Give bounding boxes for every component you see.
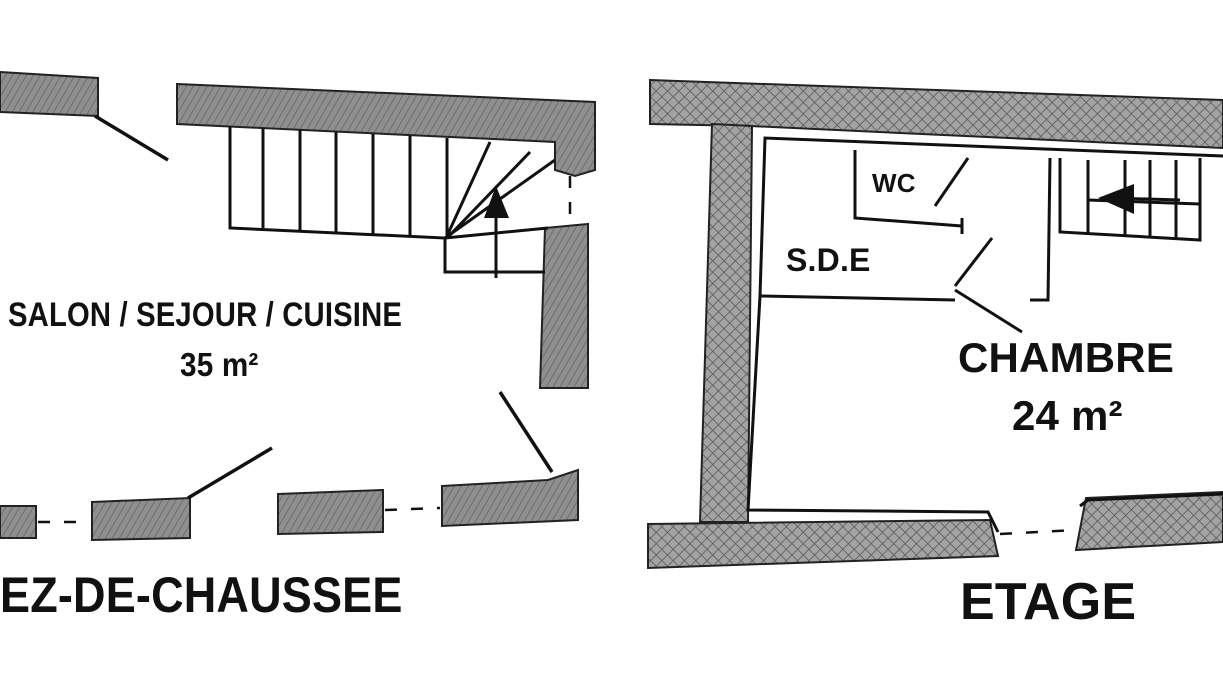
ground-wall-top-left [0, 70, 99, 118]
ground-staircase [228, 126, 556, 278]
ground-wall-bottom-1 [0, 505, 37, 539]
ground-wall-top [176, 82, 596, 178]
sde-label: S.D.E [786, 242, 871, 278]
upper-staircase [1058, 158, 1202, 242]
upper-wall-top [649, 78, 1223, 150]
ground-door-top-left [94, 114, 169, 162]
ground-door-bottom [187, 446, 273, 500]
ground-wall-bottom-2 [91, 496, 191, 542]
upper-wall-left [698, 122, 754, 523]
ground-floor-plan [0, 70, 596, 542]
upper-floor-plan [647, 78, 1223, 570]
wc-label: WC [872, 168, 916, 198]
sde-partition [759, 294, 956, 302]
upper-stair-arrow-head-icon [1098, 184, 1134, 214]
wc-partition [853, 150, 963, 228]
ground-wall-bottom-4 [441, 468, 579, 528]
upper-wall-bottom-right [1074, 490, 1223, 552]
ground-wall-bottom-3 [277, 488, 384, 536]
wc-door [933, 157, 970, 207]
ground-door-right [498, 391, 554, 473]
ground-wall-right [538, 222, 589, 389]
upper-inner-outline [746, 136, 1223, 533]
upper-wall-bottom-left [647, 518, 1000, 570]
upper-room-name: CHAMBRE [958, 334, 1175, 381]
upper-room-area: 24 m² [1012, 392, 1123, 439]
ground-room-name: SALON / SEJOUR / CUISINE [8, 296, 403, 334]
ground-floor-label: EZ-DE-CHAUSSEE [0, 567, 403, 623]
upper-window-bottom [999, 528, 1077, 536]
ground-window-2 [384, 506, 441, 512]
upper-floor-label: ETAGE [960, 573, 1137, 631]
ground-stair-arrow-head-icon [484, 186, 509, 218]
ground-room-area: 35 m² [180, 346, 259, 383]
sde-door [953, 237, 994, 287]
landing-partition [1030, 157, 1052, 302]
